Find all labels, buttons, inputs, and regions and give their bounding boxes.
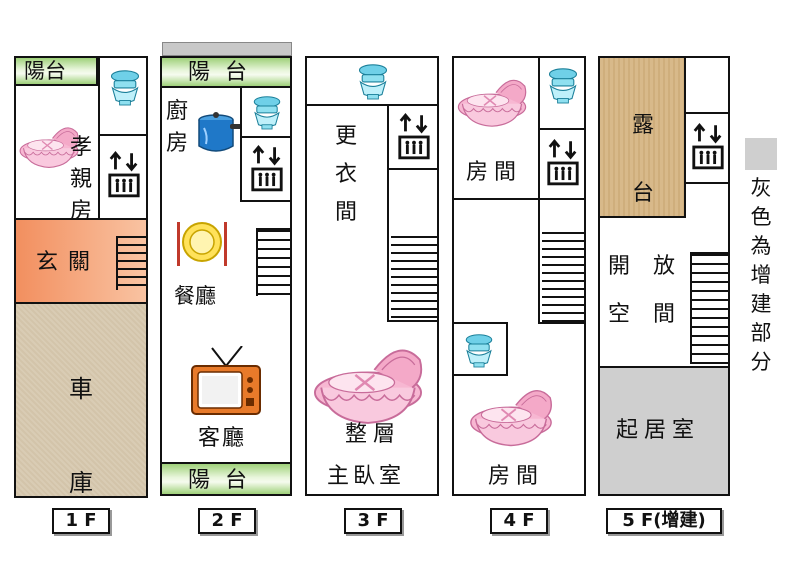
floor2-kitchen-label: 廚房: [165, 99, 188, 156]
floor4-toilet-small: [452, 322, 508, 376]
floor-2-plan: 陽 台 廚房 餐廳 客廳 陽 台: [160, 42, 292, 496]
elevator-icon: [251, 145, 283, 192]
floor5-open-space-label-2: 空 間: [608, 302, 683, 327]
stairs-icon: [116, 236, 148, 290]
floor2-balcony-top-label: 陽 台: [188, 60, 251, 85]
elevator-icon: [108, 151, 140, 198]
floor3-stair-well: [387, 168, 439, 322]
stairs-icon: [391, 236, 437, 320]
toilet-icon: [253, 96, 281, 130]
legend-text: 灰色為增建部分: [750, 176, 772, 374]
floor2-balcony-bottom-label: 陽 台: [188, 468, 251, 493]
floor1-elevator: [98, 134, 148, 220]
floor1-entrance: 玄關: [14, 218, 148, 304]
floor4-room-bottom-label: 房間: [488, 464, 545, 489]
bed-icon: [469, 389, 553, 447]
floor2-balcony-top: 陽 台: [160, 56, 292, 88]
floor2-living-label: 客廳: [198, 426, 247, 451]
floor4-toilet: [538, 56, 586, 130]
floor1-parent-room: 孝親房: [14, 84, 100, 224]
floor3-toilet-area: [305, 56, 439, 106]
toilet-icon: [110, 70, 140, 106]
floor2-roof-strip: [162, 42, 292, 56]
floor1-garage: 車庫: [14, 302, 148, 498]
pot-icon: [198, 112, 242, 152]
stairs-icon: [542, 232, 584, 322]
floor5-terrace-label: 露台: [631, 113, 654, 206]
floor4-elevator: [538, 128, 586, 200]
floor-1-plan: 陽台 孝親房 玄關 車庫: [14, 56, 148, 498]
floor2-dining-label: 餐廳: [174, 284, 216, 308]
floor3-master-label: 主臥室: [327, 464, 406, 489]
floor4-room-top-label: 房間: [466, 160, 523, 185]
floor2-toilet: [240, 86, 292, 138]
floor5-living-room-label: 起居室: [616, 418, 701, 443]
floor1-entrance-label: 玄關: [36, 250, 101, 275]
floor1-balcony-label: 陽台: [24, 59, 66, 83]
floor1-balcony: 陽台: [14, 56, 98, 86]
dining-plate-icon: [177, 222, 227, 266]
floor-tag-1f: 1 F: [52, 508, 110, 534]
floor-tag-4f: 4 F: [490, 508, 548, 534]
floor-4-plan: 房間 房間: [452, 56, 586, 496]
floor5-elevator: [684, 112, 730, 184]
floor-tag-5f: 5 F(增建): [606, 508, 722, 534]
floor3-whole-floor-label: 整層: [345, 422, 402, 447]
elevator-icon: [547, 139, 579, 186]
floor1-garage-label: 車庫: [69, 375, 93, 497]
floor1-parent-room-label: 孝親房: [69, 135, 92, 224]
bed-icon: [313, 349, 423, 425]
floor1-toilet: [98, 56, 148, 136]
elevator-icon: [398, 113, 430, 160]
floor5-living-room: 起居室: [598, 366, 730, 496]
bed-icon: [457, 79, 527, 127]
floor-tag-2f: 2 F: [198, 508, 256, 534]
toilet-icon: [465, 334, 493, 368]
elevator-icon: [692, 123, 724, 170]
floor-5-plan: 露台 開 放 空 間 起居室: [598, 56, 730, 496]
floor2-elevator: [240, 136, 292, 202]
stairs-icon: [256, 228, 292, 296]
floor3-elevator: [387, 104, 439, 170]
floor5-terrace: 露台: [598, 56, 686, 218]
floor2-balcony-bottom: 陽 台: [160, 462, 292, 496]
floor3-closet-label: 更衣間: [334, 124, 357, 225]
floor5-open-space-label-1: 開 放: [608, 254, 683, 279]
floor-tag-3f: 3 F: [344, 508, 402, 534]
legend-swatch: [745, 138, 777, 170]
toilet-icon: [548, 68, 578, 104]
tv-icon: [191, 346, 261, 415]
floor-3-plan: 更衣間 整層 主臥室: [305, 56, 439, 496]
floor4-stair-well: [538, 198, 586, 324]
toilet-icon: [358, 64, 388, 100]
stairs-icon: [690, 252, 728, 364]
floor4-room-top: 房間: [452, 56, 540, 200]
